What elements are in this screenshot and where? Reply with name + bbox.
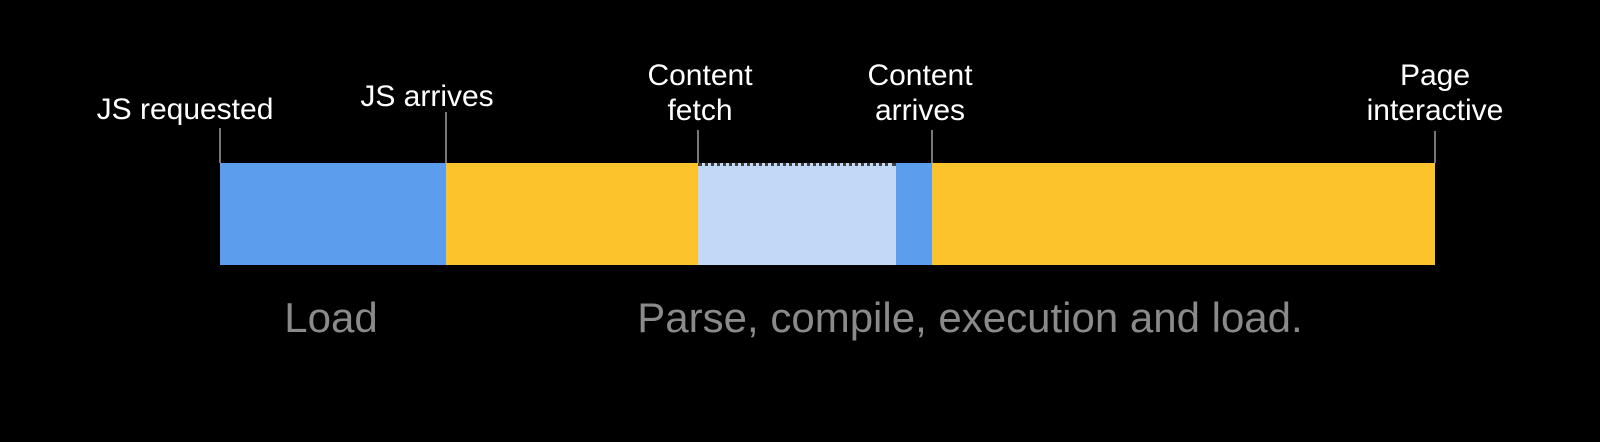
segment-content-arrival — [896, 163, 932, 265]
milestone-label-js-requested: JS requested — [96, 93, 274, 126]
milestone-label-page-interactive: Page interactive — [1366, 59, 1504, 127]
tick-js-arrives — [445, 112, 447, 163]
tick-content-fetch — [697, 130, 699, 163]
tick-page-interactive — [1434, 131, 1436, 163]
milestone-label-content-arrives: Content arrives — [867, 59, 973, 127]
milestone-label-content-fetch: Content fetch — [647, 59, 753, 127]
segment-content-fetch — [698, 163, 896, 265]
segment-js-download — [220, 163, 446, 265]
segment-parse-compile-to-page-interactive — [932, 163, 1435, 265]
milestone-label-js-arrives: JS arrives — [360, 80, 494, 113]
caption-load: Load — [284, 294, 378, 341]
caption-parse-compile-execution-load: Parse, compile, execution and load. — [637, 294, 1303, 341]
segment-parse-compile-before-content-fetch — [446, 163, 698, 265]
tick-content-arrives — [931, 130, 933, 163]
tick-js-requested — [219, 128, 221, 163]
